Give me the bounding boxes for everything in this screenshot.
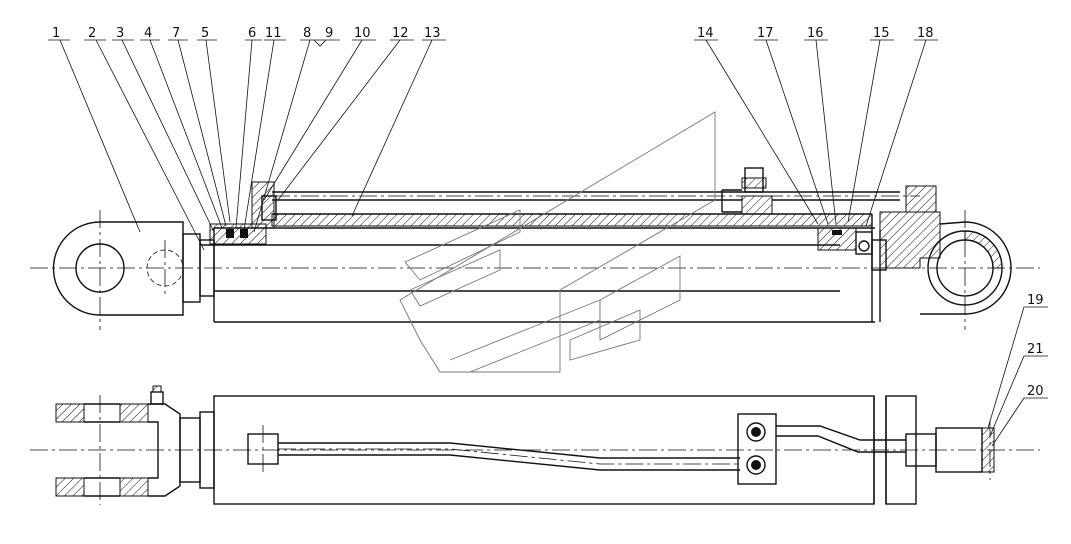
callout-6: 6 <box>248 26 256 41</box>
callout-17: 17 <box>757 26 774 41</box>
callout-12: 12 <box>392 26 409 41</box>
oil-tube <box>272 167 920 215</box>
callout-18: 18 <box>917 26 934 41</box>
callout-2: 2 <box>88 26 96 41</box>
callout-20: 20 <box>1027 384 1044 399</box>
callout-10: 10 <box>354 26 371 41</box>
callout-16: 16 <box>807 26 824 41</box>
watermark-logo <box>399 111 716 373</box>
callout-11: 11 <box>265 26 282 41</box>
callout-8: 8 <box>303 26 311 41</box>
leader-lines <box>48 39 1048 447</box>
section-view <box>30 167 1040 330</box>
rod-eye <box>52 210 215 330</box>
callout-5: 5 <box>201 26 209 41</box>
callout-7: 7 <box>172 26 180 41</box>
callout-14: 14 <box>697 26 714 41</box>
plan-view <box>30 385 1040 505</box>
callout-9: 9 <box>325 26 333 41</box>
callout-13: 13 <box>424 26 441 41</box>
callout-labels: 1 2 3 4 7 5 6 11 8 9 10 12 13 14 17 16 1… <box>52 26 1044 399</box>
callout-4: 4 <box>144 26 152 41</box>
gland <box>209 181 277 245</box>
piston <box>817 227 873 255</box>
callout-15: 15 <box>873 26 890 41</box>
callout-21: 21 <box>1027 342 1044 357</box>
callout-19: 19 <box>1027 293 1044 308</box>
rear-cap <box>871 185 1012 330</box>
barrel-plan <box>213 395 917 505</box>
callout-1: 1 <box>52 26 60 41</box>
callout-3: 3 <box>116 26 124 41</box>
rod-fork <box>55 385 181 505</box>
